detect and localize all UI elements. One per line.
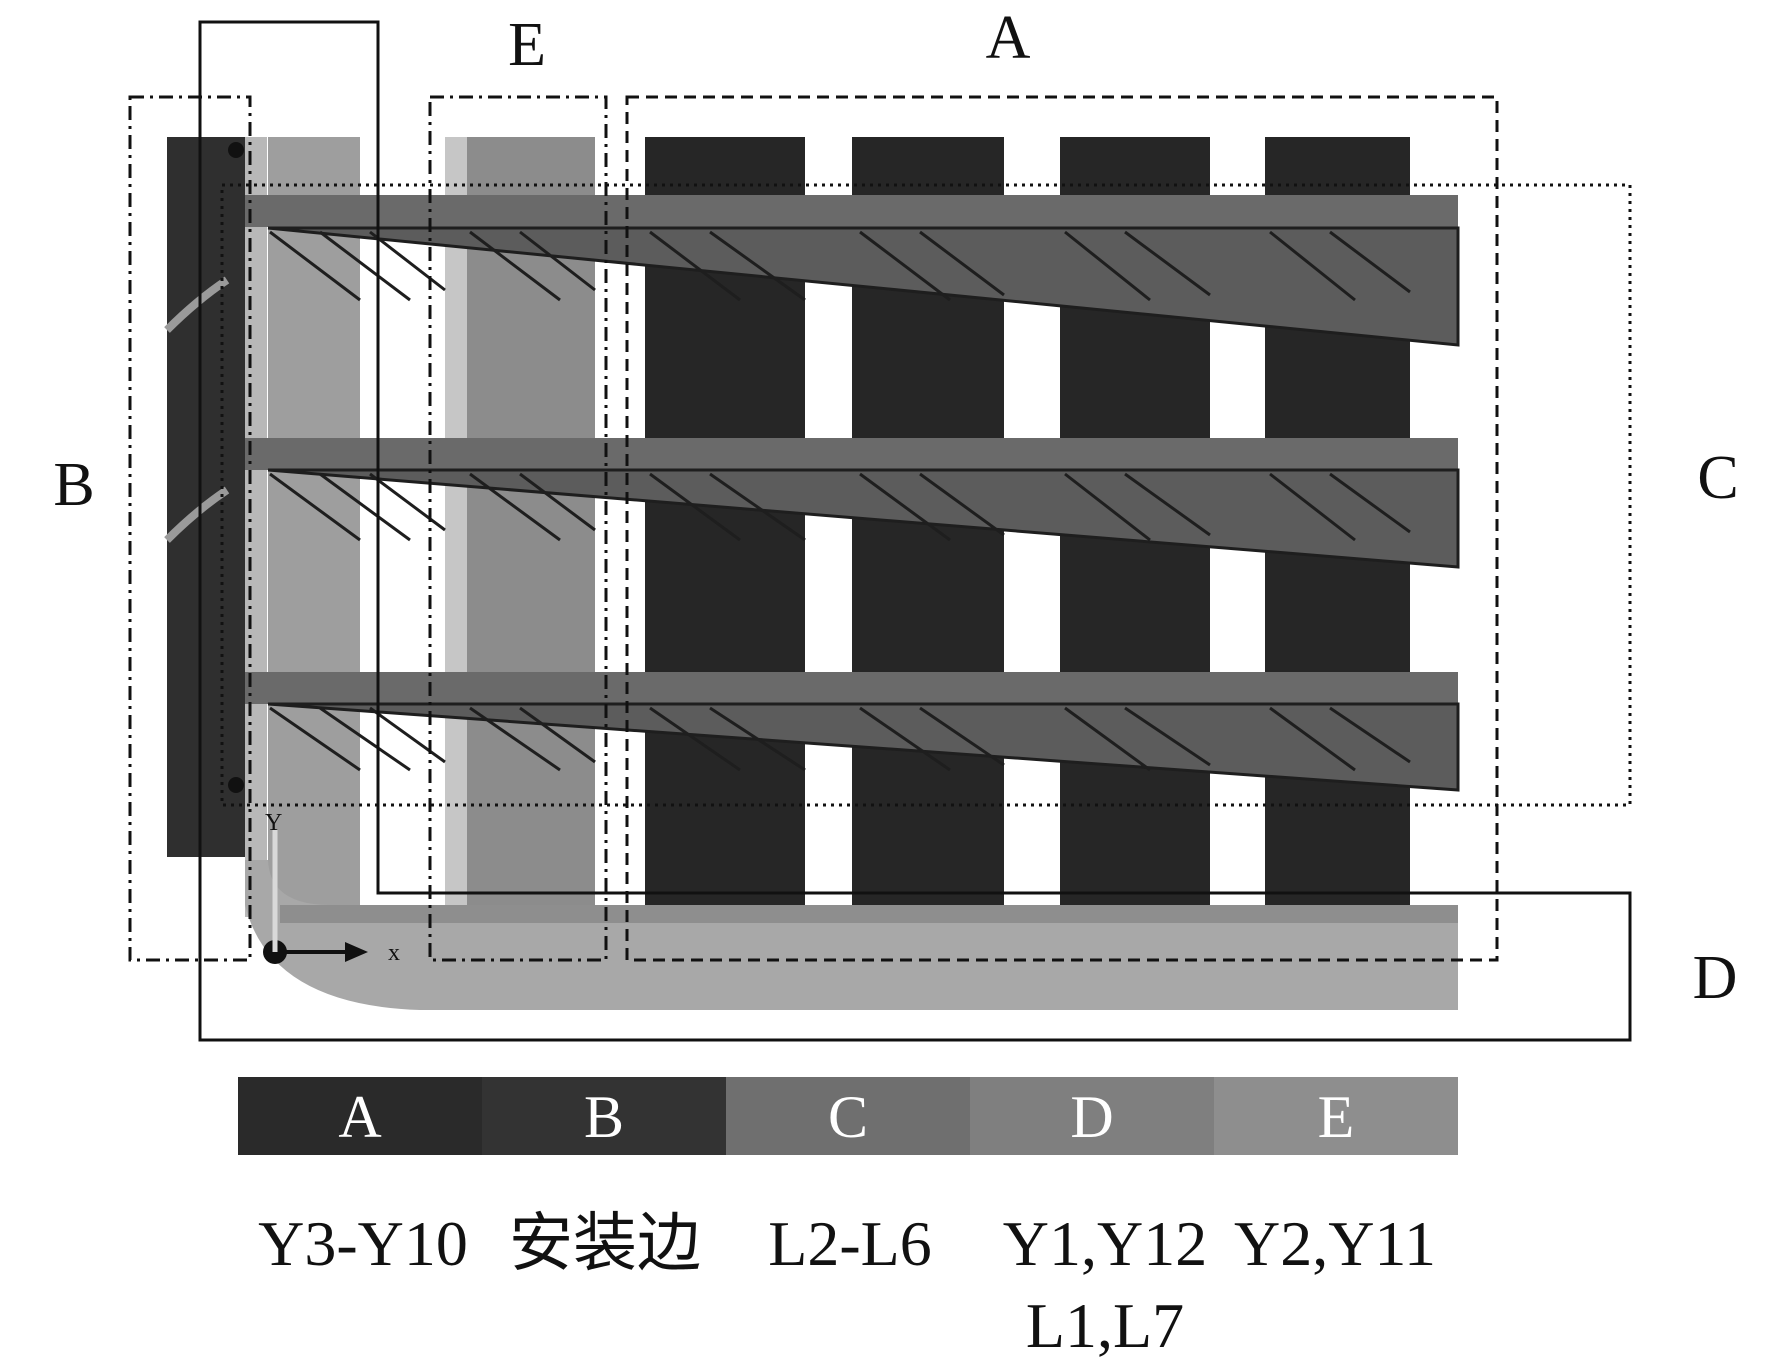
left-edge-beam xyxy=(245,137,267,917)
legend-swatch-label-b: B xyxy=(584,1084,624,1150)
region-c-box xyxy=(220,183,1632,807)
legend-caption-d: Y1,Y12 xyxy=(1002,1208,1208,1279)
region-d-label: D xyxy=(1693,944,1738,1012)
region-outlines xyxy=(128,20,1632,1042)
legend-swatch-label-a: A xyxy=(338,1084,381,1150)
coordinate-axes: x Y xyxy=(263,810,400,966)
window-openings xyxy=(360,137,1265,908)
region-a-label: A xyxy=(986,4,1031,72)
region-e-label: E xyxy=(508,11,546,79)
legend-caption-c: L2-L6 xyxy=(768,1208,932,1279)
region-a-box xyxy=(625,95,1499,962)
legend-caption-b: 安装边 xyxy=(509,1208,701,1279)
legend-swatch-label-e: E xyxy=(1318,1084,1355,1150)
legend-bar: A B C D E xyxy=(238,1077,1458,1155)
y-axis-label: Y xyxy=(265,810,282,836)
legend-swatch-c xyxy=(726,1077,970,1155)
legend-swatch-d xyxy=(970,1077,1214,1155)
legend-caption-e: Y2,Y11 xyxy=(1233,1208,1437,1279)
legend-swatch-b xyxy=(482,1077,726,1155)
column-y2 xyxy=(467,137,595,910)
legend-caption-a: Y3-Y10 xyxy=(258,1208,468,1279)
region-c-label: C xyxy=(1697,444,1738,512)
region-e-box xyxy=(428,95,608,962)
legend-swatch-a xyxy=(238,1077,482,1155)
legend-swatch-label-d: D xyxy=(1070,1084,1113,1150)
region-letters: A E B C D xyxy=(53,4,1738,1012)
horizontal-bars xyxy=(245,195,1458,704)
install-flange xyxy=(167,137,247,857)
x-axis-label: x xyxy=(388,940,400,966)
region-d-box xyxy=(198,20,1632,1042)
legend-caption-d-line2: L1,L7 xyxy=(1025,1290,1185,1361)
legend-swatch-label-c: C xyxy=(828,1084,868,1150)
region-b-box xyxy=(128,95,252,962)
region-b-label: B xyxy=(53,451,94,519)
structure-model: x Y xyxy=(164,137,1460,1010)
legend-swatch-e xyxy=(1214,1077,1458,1155)
bottom-sill xyxy=(245,860,1458,1010)
sloped-vanes xyxy=(267,226,1460,792)
